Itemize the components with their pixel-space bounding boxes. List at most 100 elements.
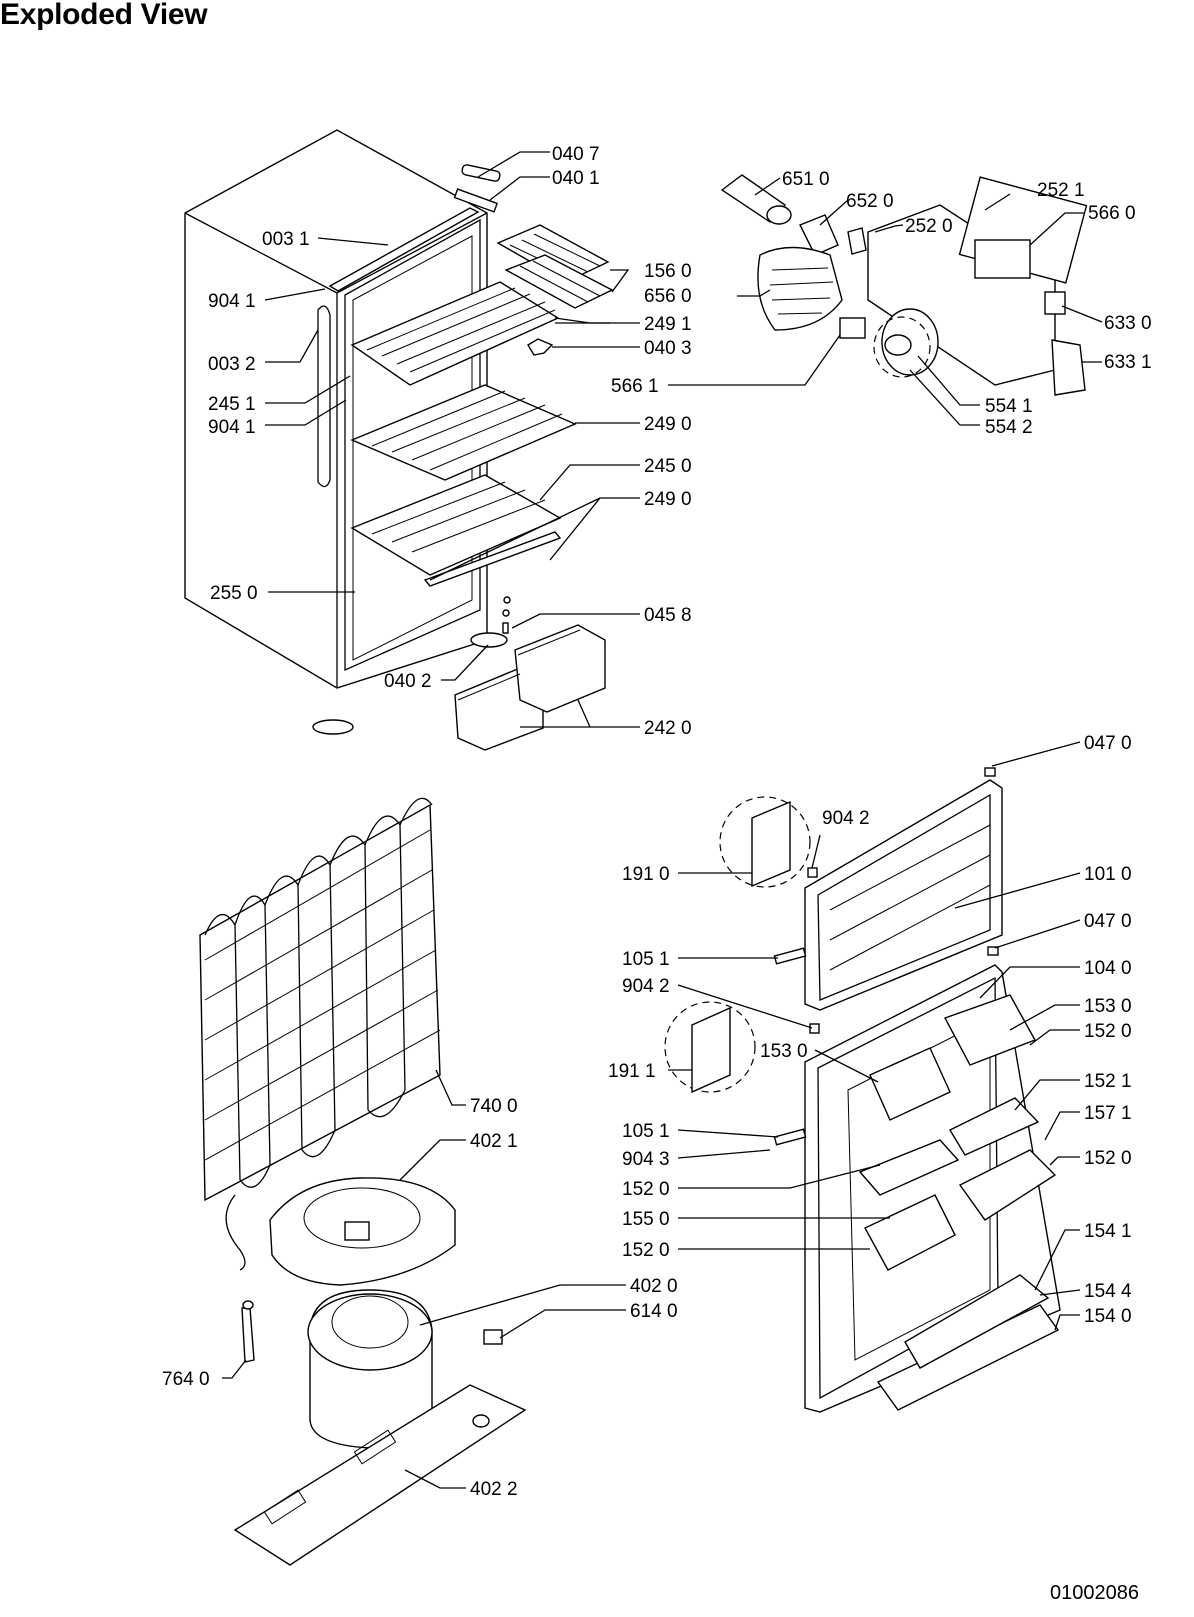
compressor-tray [269,1177,456,1286]
callout-9041-upper: 904 1 [208,291,256,312]
callout-1520-upper: 152 0 [1084,1021,1132,1042]
callout-0032: 003 2 [208,354,256,375]
callout-9042-upper: 904 2 [822,808,870,829]
callout-1544: 154 4 [1084,1281,1132,1302]
callout-labels: 040 7 040 1 003 1 904 1 003 2 245 1 904 … [162,144,1152,1500]
callout-0458: 045 8 [644,605,692,626]
control-assembly [720,174,1088,396]
callout-9043: 904 3 [622,1149,670,1170]
document-number: 01002086 [1050,1582,1139,1604]
callout-1520-left-upper: 152 0 [622,1179,670,1200]
callout-1521: 152 1 [1084,1071,1132,1092]
callout-6331: 633 1 [1104,352,1152,373]
door-handle-top [773,947,807,965]
callout-2520: 252 0 [905,216,953,237]
plug-upper [807,867,818,878]
callout-1530-left: 153 0 [760,1041,808,1062]
knob-cover [1051,339,1086,396]
leader-lines [222,151,1103,1489]
callout-1540: 154 0 [1084,1306,1132,1327]
callout-9041-lower: 904 1 [208,417,256,438]
compressor-base-plate [233,1384,527,1566]
callout-6140: 614 0 [630,1301,678,1322]
callout-0403: 040 3 [644,338,692,359]
hinge-pin [527,338,554,356]
callout-0470-mid: 047 0 [1084,911,1132,932]
callout-0470-top: 047 0 [1084,733,1132,754]
callout-1051-lower: 105 1 [622,1121,670,1142]
filter-drier [241,1307,255,1363]
callout-9042-lower: 904 2 [622,976,670,997]
callout-6510: 651 0 [782,169,830,190]
callout-1541: 154 1 [1084,1221,1132,1242]
shelf-lower [350,474,562,587]
callout-1911: 191 1 [608,1061,656,1082]
plug-lower [809,1023,820,1034]
callout-1530-right: 153 0 [1084,996,1132,1017]
callout-4020: 402 0 [630,1276,678,1297]
crisper-drawers [454,624,606,751]
door-gasket-sample-lower [691,1006,731,1094]
callout-1520-right: 152 0 [1084,1148,1132,1169]
callout-2450: 245 0 [644,456,692,477]
callout-1910: 191 0 [622,864,670,885]
callout-2490-upper: 249 0 [644,414,692,435]
cabinet-illustration [184,129,614,751]
callout-2490-lower: 249 0 [644,489,692,510]
thermostat [974,239,1031,279]
callout-1571: 157 1 [1084,1103,1132,1124]
lamp-cover [757,246,843,331]
control-knob [884,334,912,356]
lamp-socket [799,214,839,256]
condenser-coil [199,797,441,1271]
callout-1040: 104 0 [1084,958,1132,979]
callout-2420: 242 0 [644,718,692,739]
door-shelves [858,994,1060,1411]
callout-6330: 633 0 [1104,313,1152,334]
socket-clip [847,227,867,255]
callout-5542: 554 2 [985,417,1033,438]
hinge-bushing-top [984,767,996,777]
callout-7640: 764 0 [162,1369,210,1390]
callout-2521: 252 1 [1037,180,1085,201]
bulb-base [766,205,792,225]
hinge-lower [312,719,354,735]
door-handle-bottom [773,1128,807,1146]
callout-0407: 040 7 [552,144,600,165]
callout-6560: 656 0 [644,286,692,307]
side-strip [317,305,331,488]
callout-0031: 003 1 [262,229,310,250]
freezer-door [804,779,1003,1011]
callout-4021: 402 1 [470,1131,518,1152]
hinge-cover-lower [470,632,508,648]
callout-0401: 040 1 [552,168,600,189]
callout-1550: 155 0 [622,1209,670,1230]
callout-1051-upper: 105 1 [622,949,670,970]
compressor [307,1289,433,1449]
switch-right [1044,291,1066,315]
hinge-top [453,188,498,213]
page-title: Exploded View [0,0,208,31]
callout-2550: 255 0 [210,583,258,604]
top-trim [328,207,480,292]
callout-5541: 554 1 [985,396,1033,417]
callout-7400: 740 0 [470,1096,518,1117]
callout-2491: 249 1 [644,314,692,335]
callout-5661: 566 1 [611,376,659,397]
callout-1560: 156 0 [644,261,692,282]
callout-1010: 101 0 [1084,864,1132,885]
light-switch [839,317,866,339]
hinge-cover-top [461,164,501,182]
callout-1520-left-lower: 152 0 [622,1240,670,1261]
ice-tray [496,224,614,309]
callout-5660: 566 0 [1088,203,1136,224]
callout-0402: 040 2 [384,671,432,692]
capacitor [472,1414,490,1428]
hinge-bushing-mid [987,946,999,956]
relay [483,1329,503,1345]
callout-6520: 652 0 [846,191,894,212]
door-gasket-sample-upper [751,800,791,888]
shelf-middle [350,384,577,481]
callout-4022: 402 2 [470,1479,518,1500]
